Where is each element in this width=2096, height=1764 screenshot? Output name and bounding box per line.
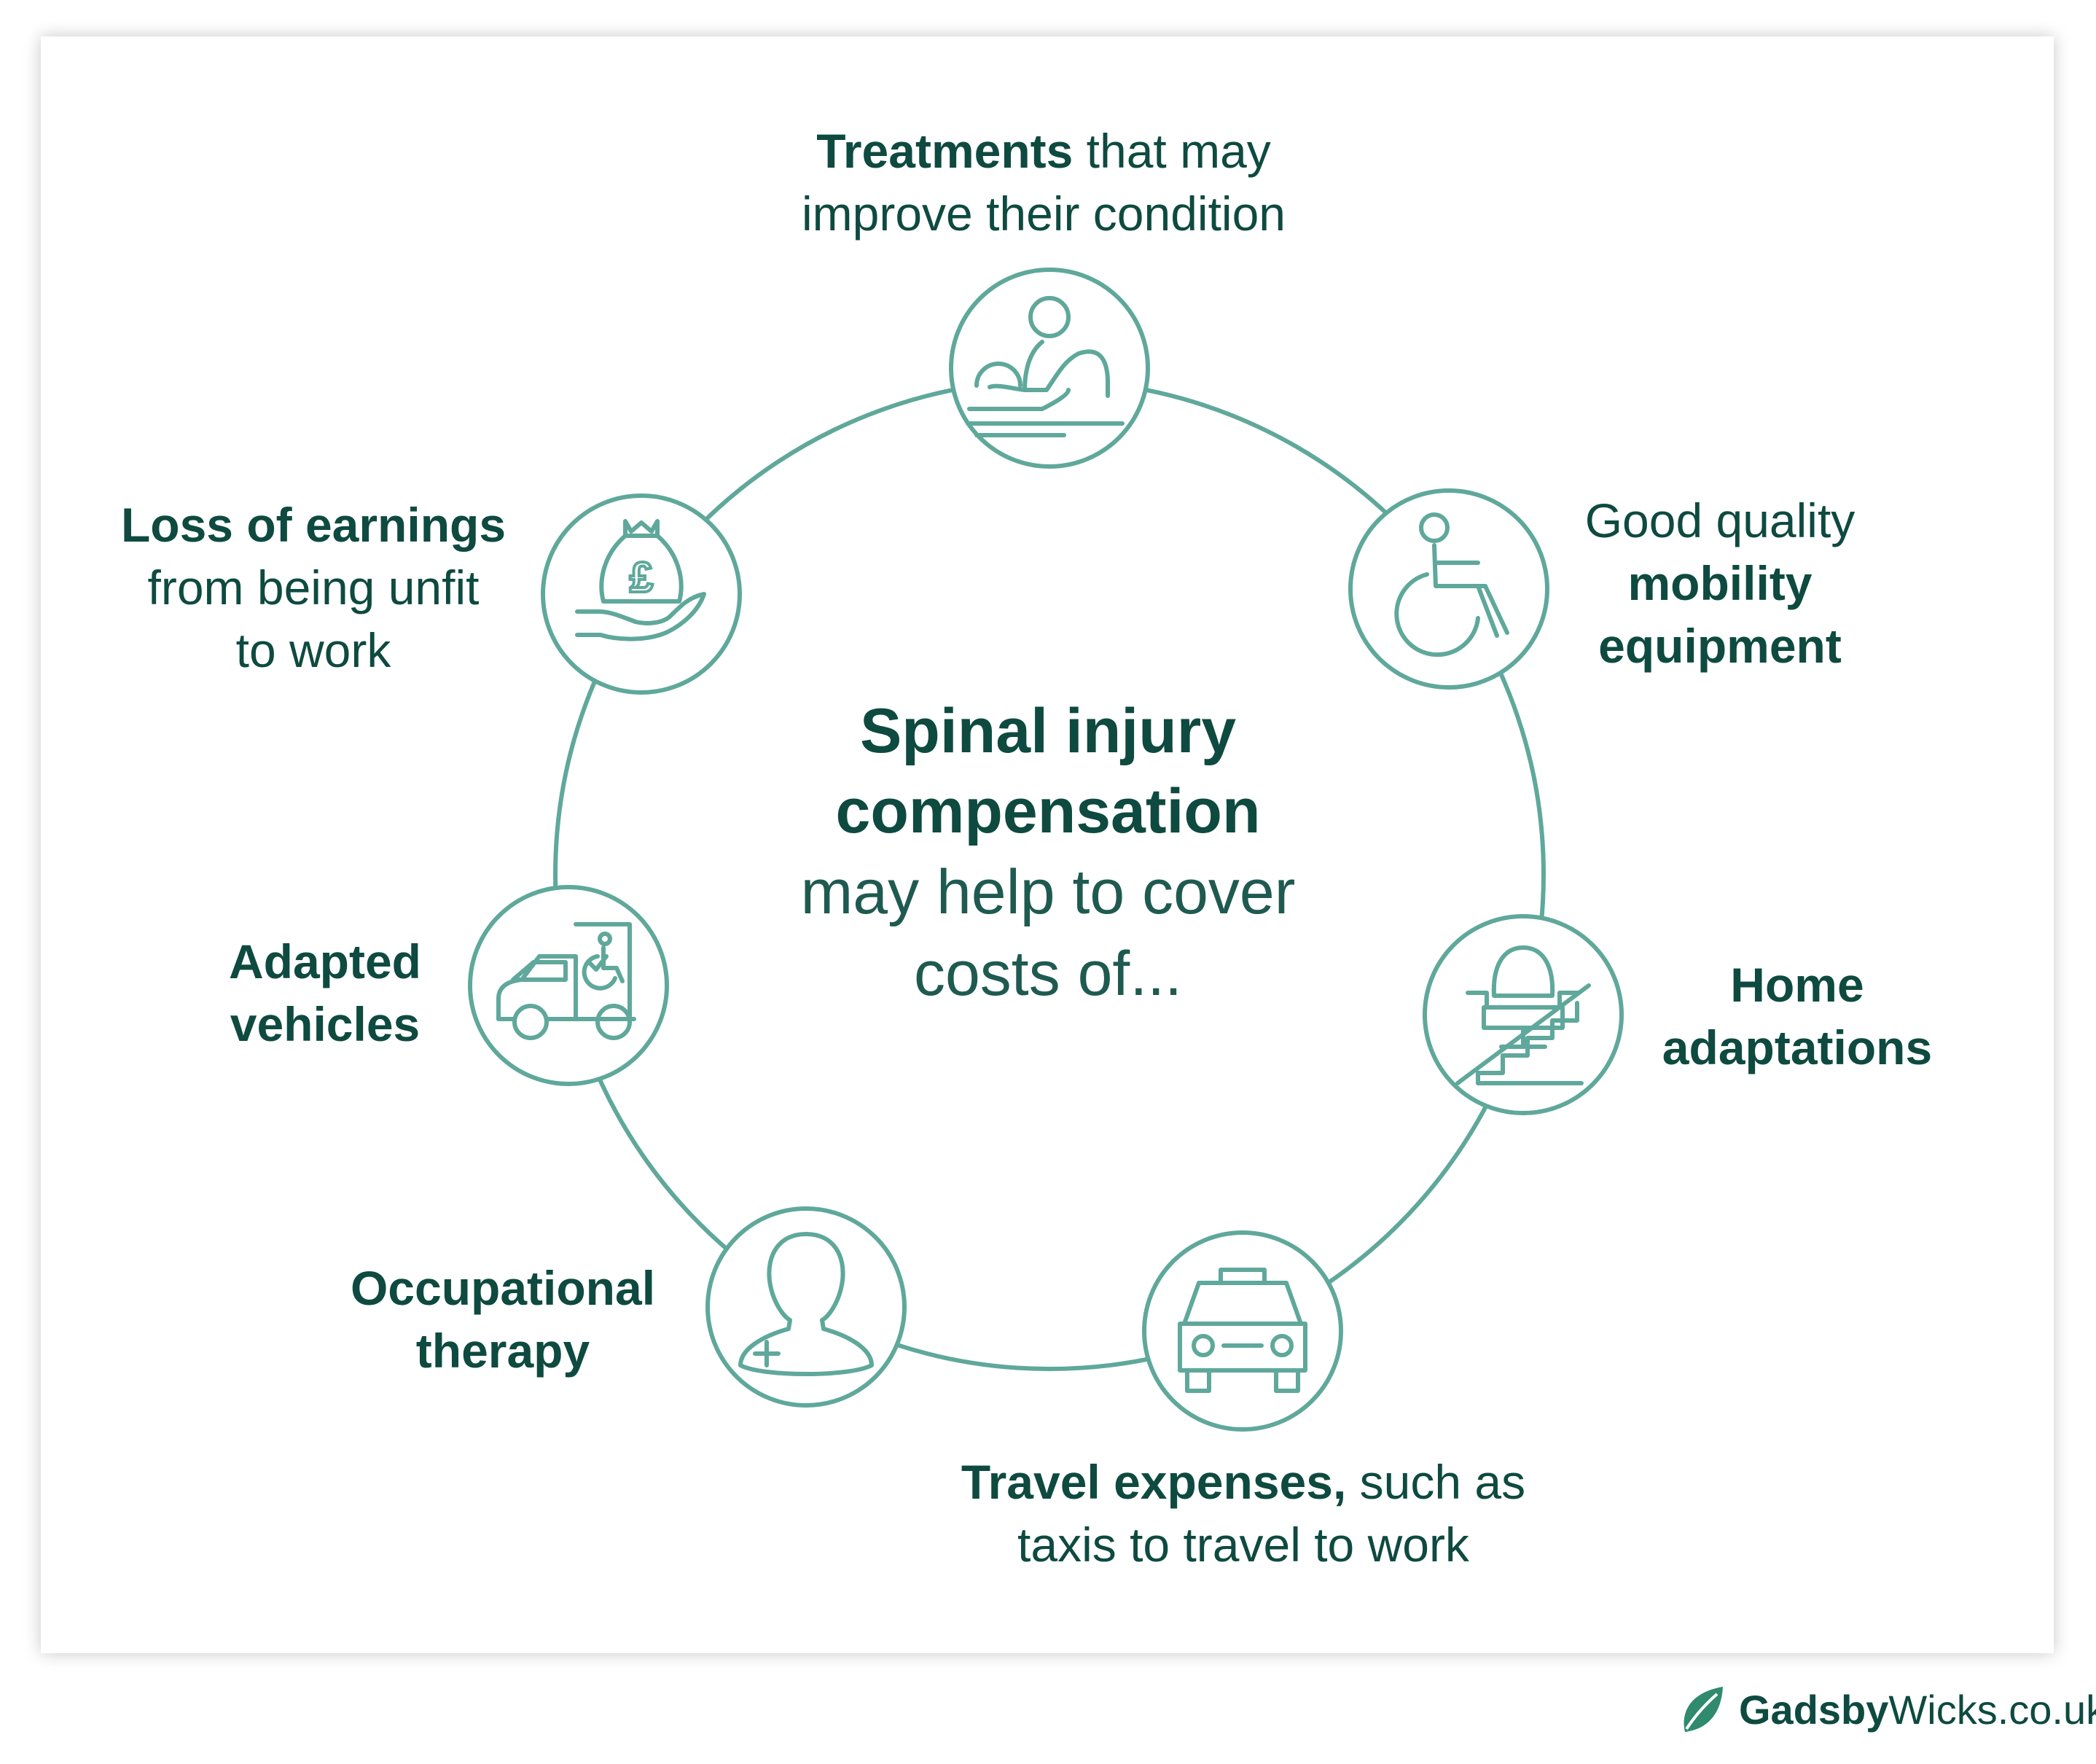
brand-name-bold: Gadsby [1739, 1686, 1889, 1733]
earnings-line1: Loss of earnings [120, 498, 507, 552]
label-home: Home adaptations [1662, 953, 1932, 1079]
center-title-line2: compensation [835, 776, 1261, 846]
mobility-line3: equipment [1598, 619, 1842, 673]
earnings-line3: to work [235, 623, 391, 677]
center-subtitle-line2: costs of... [913, 939, 1183, 1009]
vehicles-line1: Adapted [229, 934, 421, 988]
accessible-van-icon [468, 885, 669, 1086]
occupational-line1: Occupational [350, 1261, 656, 1315]
treatments-rest: that may [1073, 124, 1271, 178]
earnings-line2: from being unfit [147, 561, 480, 614]
treatments-bold: Treatments [816, 124, 1074, 178]
label-earnings: Loss of earnings from being unfit to wor… [121, 493, 506, 682]
label-vehicles: Adapted vehicles [229, 930, 421, 1055]
mobility-line2: mobility [1627, 556, 1813, 610]
money-bag-hand-icon [541, 493, 742, 695]
label-treatments: Treatments that may improve their condit… [802, 120, 1286, 245]
wheelchair-icon [1348, 488, 1549, 690]
leaf-logo-icon [1684, 1687, 1723, 1732]
label-occupational: Occupational therapy [351, 1257, 655, 1382]
occupational-line2: therapy [415, 1324, 590, 1378]
medical-person-icon [705, 1206, 907, 1408]
label-travel: Travel expenses, such as taxis to travel… [961, 1451, 1525, 1576]
stairlift-icon [1423, 914, 1624, 1115]
travel-bold: Travel expenses, [961, 1455, 1347, 1509]
center-title-line1: Spinal injury [859, 696, 1237, 766]
pound-sign-icon: £ [630, 554, 653, 601]
mobility-line1: Good quality [1584, 493, 1855, 547]
center-title: Spinal injury compensation may help to c… [801, 691, 1296, 1015]
treatments-line2: improve their condition [802, 187, 1286, 241]
brand-name-rest: Wicks.co.uk [1888, 1686, 2096, 1733]
center-subtitle-line1: may help to cover [800, 857, 1296, 927]
vehicles-line2: vehicles [230, 997, 421, 1051]
travel-rest: such as [1346, 1455, 1526, 1509]
label-mobility: Good quality mobility equipment [1585, 489, 1855, 677]
home-line1: Home [1730, 958, 1864, 1012]
travel-line2: taxis to travel to work [1017, 1518, 1469, 1572]
home-line2: adaptations [1662, 1020, 1933, 1074]
taxi-icon [1142, 1230, 1343, 1432]
massage-therapy-icon [949, 268, 1150, 469]
brand-logo: GadsbyWicks.co.uk [1679, 1684, 2096, 1735]
